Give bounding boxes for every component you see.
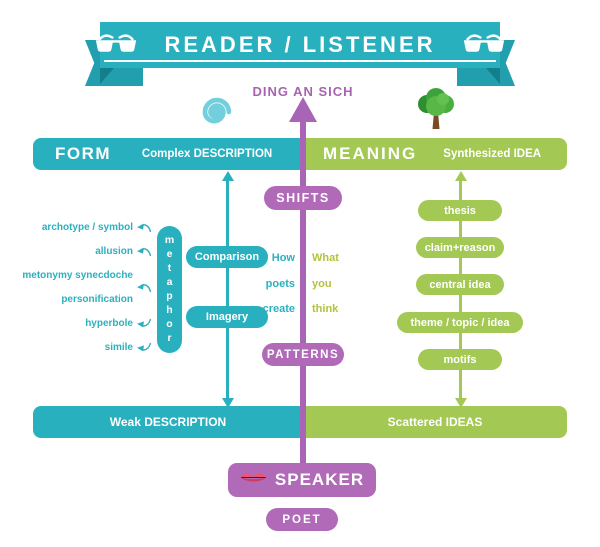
poet-pill: POET: [266, 508, 338, 531]
scattered-ideas-label: Scattered IDEAS: [387, 415, 483, 429]
weak-description-label: Weak DESCRIPTION: [109, 415, 227, 429]
metaphor-label: metaphor: [163, 233, 176, 346]
left-term: simile: [104, 342, 133, 353]
word: How: [271, 252, 295, 264]
tree-icon: [412, 84, 460, 137]
glasses-icon: [462, 32, 506, 59]
spiral-icon: [194, 90, 238, 139]
curve-arrow-icon: [137, 342, 152, 352]
word: What: [312, 252, 339, 264]
scattered-ideas-bar: Scattered IDEAS: [303, 406, 567, 438]
meaning-bar: MEANING Synthesized IDEA: [303, 138, 567, 170]
ding-an-sich-label: DING AN SICH: [252, 84, 354, 99]
word: think: [312, 303, 339, 315]
comparison-pill: Comparison: [186, 246, 268, 268]
banner: READER / LISTENER: [96, 22, 504, 68]
left-term: allusion: [95, 246, 133, 257]
word: poets: [265, 277, 295, 290]
teal-up-arrowhead: [221, 171, 234, 181]
left-term: hyperbole: [85, 318, 133, 329]
curve-arrow-icon: [137, 318, 152, 328]
banner-title: READER / LISTENER: [164, 32, 436, 57]
ribbon-fold-right: [486, 68, 500, 84]
metaphor-pill: metaphor: [157, 226, 182, 353]
teal-down-arrowhead: [221, 398, 234, 408]
left-term: metonymy synecdoche: [22, 270, 133, 281]
speaker-badge: SPEAKER: [228, 463, 376, 497]
thesis-pill: thesis: [418, 200, 502, 221]
ribbon-fold-left: [100, 68, 114, 84]
purple-axis-line: [300, 120, 306, 465]
left-term: personification: [61, 294, 133, 305]
theme-topic-idea-pill: theme / topic / idea: [397, 312, 523, 333]
central-idea-pill: central idea: [416, 274, 504, 295]
curve-arrow-icon: [137, 223, 152, 233]
weak-description-bar: Weak DESCRIPTION: [33, 406, 303, 438]
green-down-arrowhead: [454, 398, 467, 408]
motifs-pill: motifs: [418, 349, 502, 370]
what-you-think-text: What you think: [312, 246, 364, 323]
how-poets-create-text: How poets create: [243, 246, 295, 323]
left-term: archotype / symbol: [41, 222, 133, 233]
curve-arrow-icon: [137, 283, 152, 293]
patterns-pill: PATTERNS: [262, 343, 344, 366]
imagery-pill: Imagery: [186, 306, 268, 328]
meaning-header: MEANING: [323, 144, 418, 163]
claim-reason-pill: claim+reason: [416, 237, 504, 258]
form-bar: FORM Complex DESCRIPTION: [33, 138, 303, 170]
teal-axis-line: [226, 180, 229, 400]
lips-icon: [240, 470, 267, 490]
form-header: FORM: [55, 144, 112, 163]
form-subheader: Complex DESCRIPTION: [141, 148, 273, 160]
speaker-label: SPEAKER: [274, 470, 365, 489]
curve-arrow-icon: [137, 247, 152, 257]
shifts-pill: SHIFTS: [264, 186, 342, 210]
word: create: [262, 303, 295, 315]
meaning-subheader: Synthesized IDEA: [443, 148, 542, 160]
purple-up-arrowhead: [289, 97, 317, 122]
glasses-icon: [94, 32, 138, 59]
word: you: [312, 277, 332, 290]
green-up-arrowhead: [454, 171, 467, 181]
